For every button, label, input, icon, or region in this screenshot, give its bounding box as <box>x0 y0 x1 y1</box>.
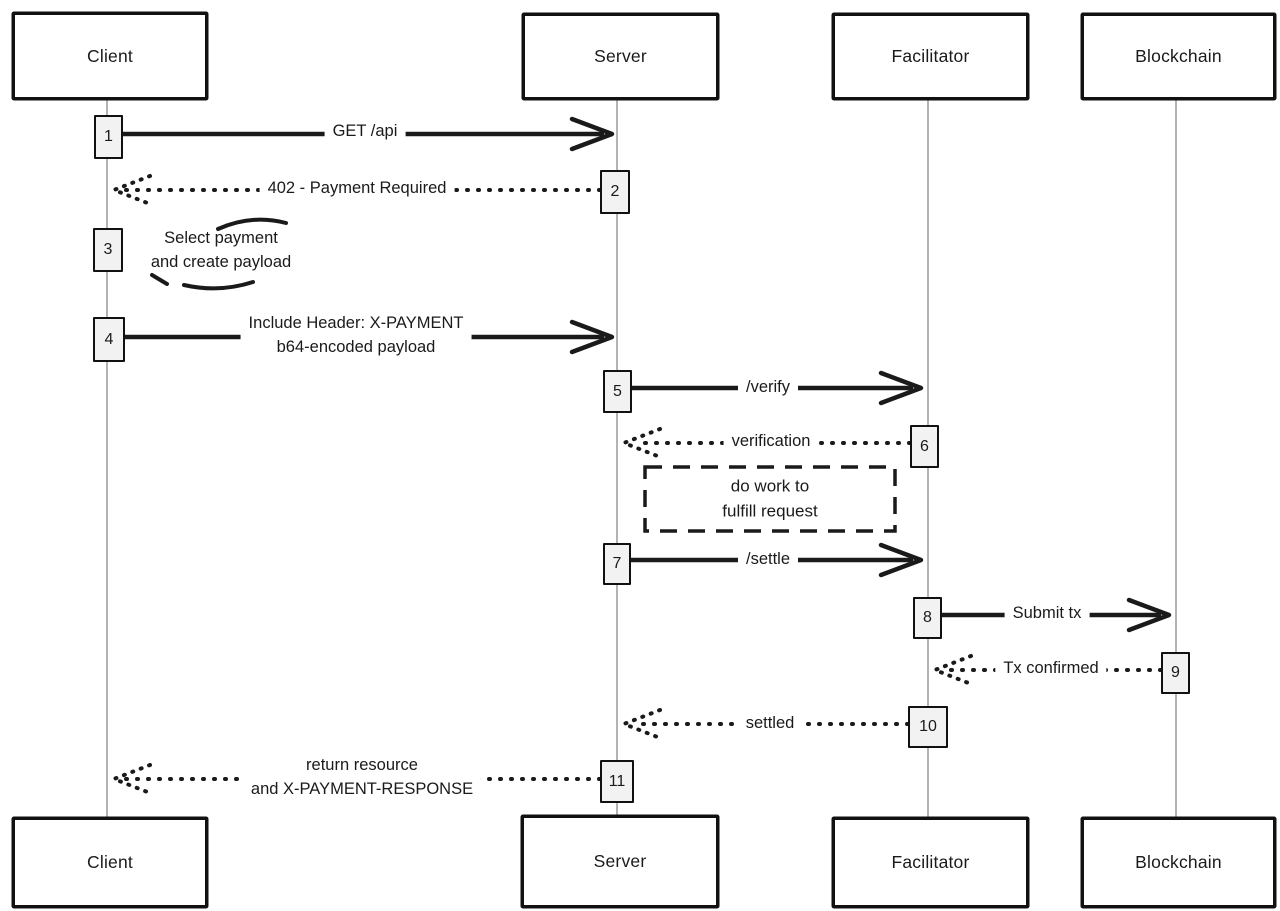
message-label-7: /settle <box>737 547 799 573</box>
message-label-10: settled <box>737 711 803 737</box>
message-label-6: verification <box>723 429 819 455</box>
actor-client-top: Client <box>12 12 208 100</box>
step-badge-4-number: 4 <box>104 330 114 348</box>
actor-server-top: Server <box>522 13 719 100</box>
message-arrow-11 <box>108 763 602 795</box>
step-badge-4: 4 <box>93 317 125 362</box>
actor-blockchain-bottom: Blockchain <box>1081 817 1276 908</box>
actor-blockchain-top: Blockchain <box>1081 13 1276 100</box>
message-label-8: Submit tx <box>1004 601 1090 627</box>
actor-client-bottom: Client <box>12 817 208 908</box>
message-arrow-2 <box>108 174 602 206</box>
step-badge-3: 3 <box>93 228 123 272</box>
actor-server-bottom-label: Server <box>593 851 647 871</box>
message-label-1: GET /api <box>324 119 406 145</box>
actor-blockchain-top-label: Blockchain <box>1135 46 1222 66</box>
message-label-9: Tx confirmed <box>995 656 1107 682</box>
lifelines <box>106 94 1177 817</box>
step-badge-2-number: 2 <box>610 183 620 200</box>
actor-facilitator-top-label: Facilitator <box>891 46 970 66</box>
message-arrow-6 <box>618 427 912 459</box>
note-label: do work to fulfill request <box>722 476 818 520</box>
message-label-2: 402 - Payment Required <box>259 176 455 202</box>
step-badge-5: 5 <box>603 370 632 413</box>
step-badge-8: 8 <box>913 597 942 639</box>
step-badge-7-number: 7 <box>612 555 622 572</box>
message-label-4: Include Header: X-PAYMENT b64-encoded pa… <box>240 311 472 361</box>
step-badge-6-number: 6 <box>920 437 929 455</box>
actor-client-top-label: Client <box>87 45 133 66</box>
step-badge-7: 7 <box>603 543 631 585</box>
step-badge-10: 10 <box>908 706 948 748</box>
step-badge-8-number: 8 <box>923 609 932 626</box>
actor-facilitator-top: Facilitator <box>832 13 1029 100</box>
actor-facilitator-bottom: Facilitator <box>832 817 1029 908</box>
note-box <box>643 465 897 533</box>
step-badge-1-number: 1 <box>104 128 113 145</box>
actor-facilitator-bottom-label: Facilitator <box>891 852 970 872</box>
actor-blockchain-bottom-label: Blockchain <box>1135 852 1222 872</box>
step-badge-5-number: 5 <box>613 382 622 400</box>
step-badge-1: 1 <box>94 115 123 159</box>
message-label-5: /verify <box>737 375 799 401</box>
step-badge-11: 11 <box>600 760 634 803</box>
step-badge-6: 6 <box>910 425 939 468</box>
self-message-arc-3 <box>150 217 288 291</box>
step-badge-9-number: 9 <box>1171 664 1180 681</box>
message-arrow-10 <box>618 708 910 740</box>
message-label-11: return resource and X-PAYMENT-RESPONSE <box>242 753 482 803</box>
step-badge-3-number: 3 <box>103 241 113 258</box>
message-arrow-9 <box>929 654 1163 686</box>
step-badge-11-number: 11 <box>608 772 626 790</box>
actor-server-bottom: Server <box>521 815 719 908</box>
step-badge-2: 2 <box>600 170 630 214</box>
step-badge-9: 9 <box>1161 652 1190 694</box>
message-label-3: Select payment and create payload <box>150 229 292 271</box>
actor-client-bottom-label: Client <box>87 852 133 872</box>
step-badge-10-number: 10 <box>919 718 937 735</box>
actor-server-top-label: Server <box>594 46 647 66</box>
